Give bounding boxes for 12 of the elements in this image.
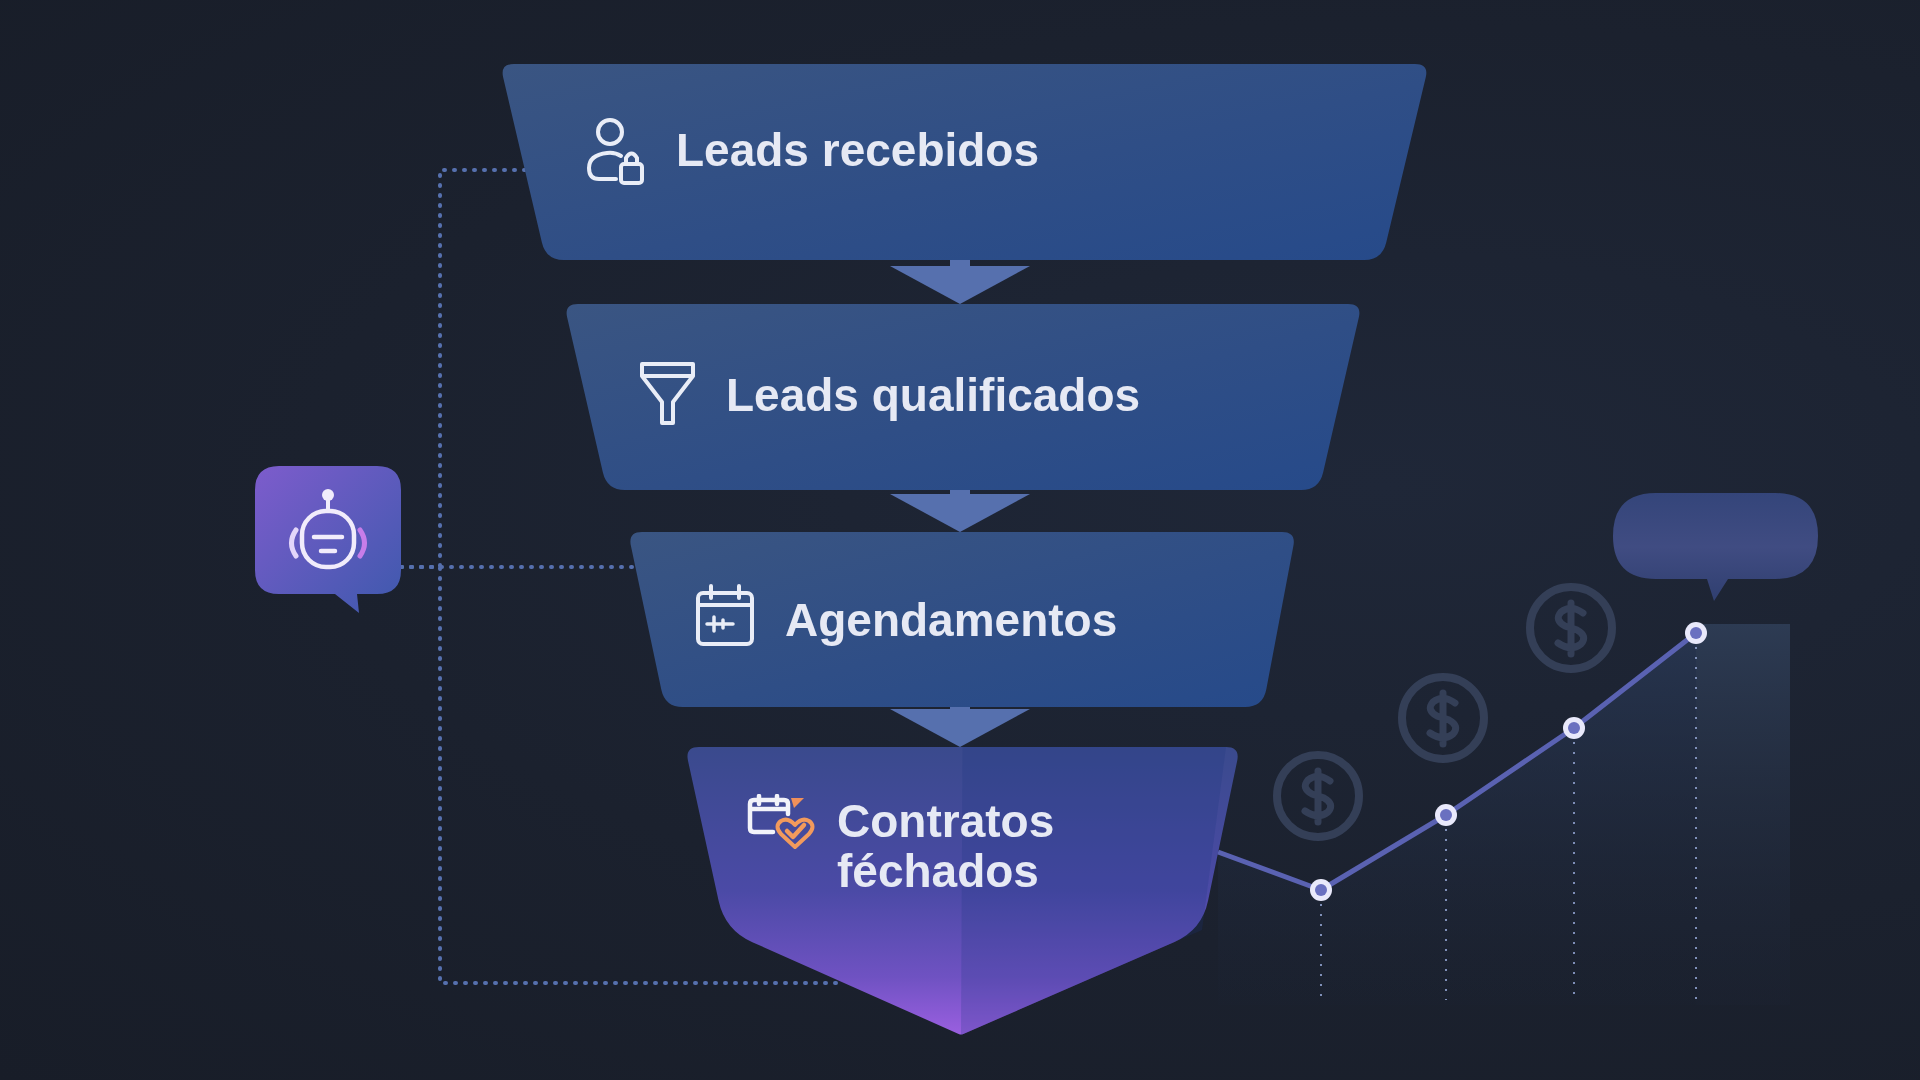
funnel-stage: [628, 532, 1296, 707]
funnel-stage: [500, 64, 1429, 260]
arrow: [890, 490, 1030, 532]
robot-chat-icon: [255, 466, 401, 614]
stage-label: Leads qualificados: [726, 370, 1141, 420]
stage-label: Contratos féchados: [837, 796, 1055, 896]
funnel-stage: [685, 747, 1240, 1035]
arrow: [890, 260, 1030, 304]
arrow: [890, 707, 1030, 747]
funnel-stage: [564, 304, 1362, 490]
stage-label: Agendamentos: [785, 595, 1118, 645]
stage-label: Leads recebidos: [676, 125, 1040, 175]
